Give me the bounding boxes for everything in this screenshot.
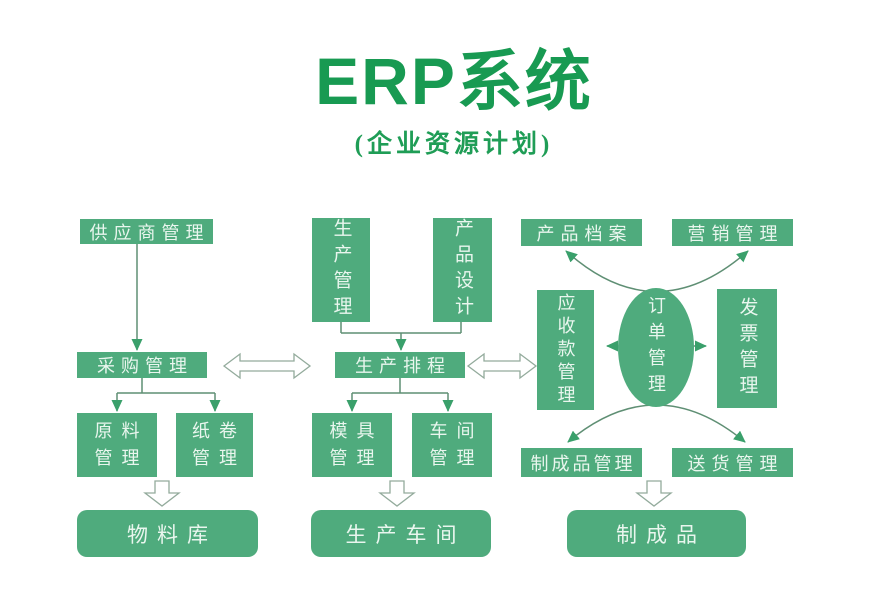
node-line: 纸卷: [192, 421, 246, 441]
node-production-scheduling: 生产排程: [335, 352, 465, 378]
node-raw-material-management: 原料 管理: [77, 413, 157, 477]
node-material-warehouse: 物料库: [77, 510, 258, 557]
hollow-arrow-to-production-workshop: [378, 480, 416, 507]
node-line: 原料: [94, 421, 149, 441]
node-invoice-management: 发票管理: [717, 289, 777, 408]
node-supplier-management: 供应商管理: [80, 219, 213, 244]
node-product-design: 产品设计: [433, 218, 492, 322]
curve-order-to-finishedmgmt-and-delivery: [567, 404, 746, 443]
node-purchase-management: 采购管理: [77, 352, 207, 378]
node-production-management: 生产管理: [312, 218, 370, 322]
node-line: 模具: [329, 421, 384, 441]
hollow-arrow-to-material-store: [143, 480, 181, 507]
connector-production-merge: [340, 322, 462, 334]
node-finished-goods: 制成品: [567, 510, 746, 557]
page-title: ERP系统: [315, 44, 593, 118]
node-line: 管理: [329, 448, 384, 468]
node-workshop-management: 车间 管理: [412, 413, 492, 477]
node-paper-roll-management: 纸卷 管理: [176, 413, 253, 477]
double-arrow-scheduling-receivables: [466, 352, 538, 380]
double-arrow-purchase-scheduling: [222, 352, 312, 380]
node-line: 车间: [429, 421, 484, 441]
node-line: 管理: [429, 448, 484, 468]
node-marketing-management: 营销管理: [672, 219, 793, 246]
node-production-workshop: 生产车间: [311, 510, 491, 557]
node-accounts-receivable-management: 应收款管理: [537, 290, 594, 410]
node-line: 管理: [192, 448, 246, 468]
hollow-arrow-to-finished-goods: [635, 480, 673, 507]
node-line: 管理: [94, 448, 149, 468]
node-delivery-management: 送货管理: [672, 448, 793, 477]
connector-purchase-split: [117, 378, 215, 394]
node-order-management: 订单管理: [618, 288, 694, 407]
curve-order-to-archive-and-marketing: [565, 250, 749, 293]
node-product-archive: 产品档案: [521, 219, 642, 246]
node-finished-goods-management: 制成品管理: [521, 448, 642, 477]
page-subtitle: (企业资源计划): [354, 131, 554, 158]
connector-scheduling-split: [352, 378, 448, 394]
node-mold-management: 模具 管理: [312, 413, 392, 477]
